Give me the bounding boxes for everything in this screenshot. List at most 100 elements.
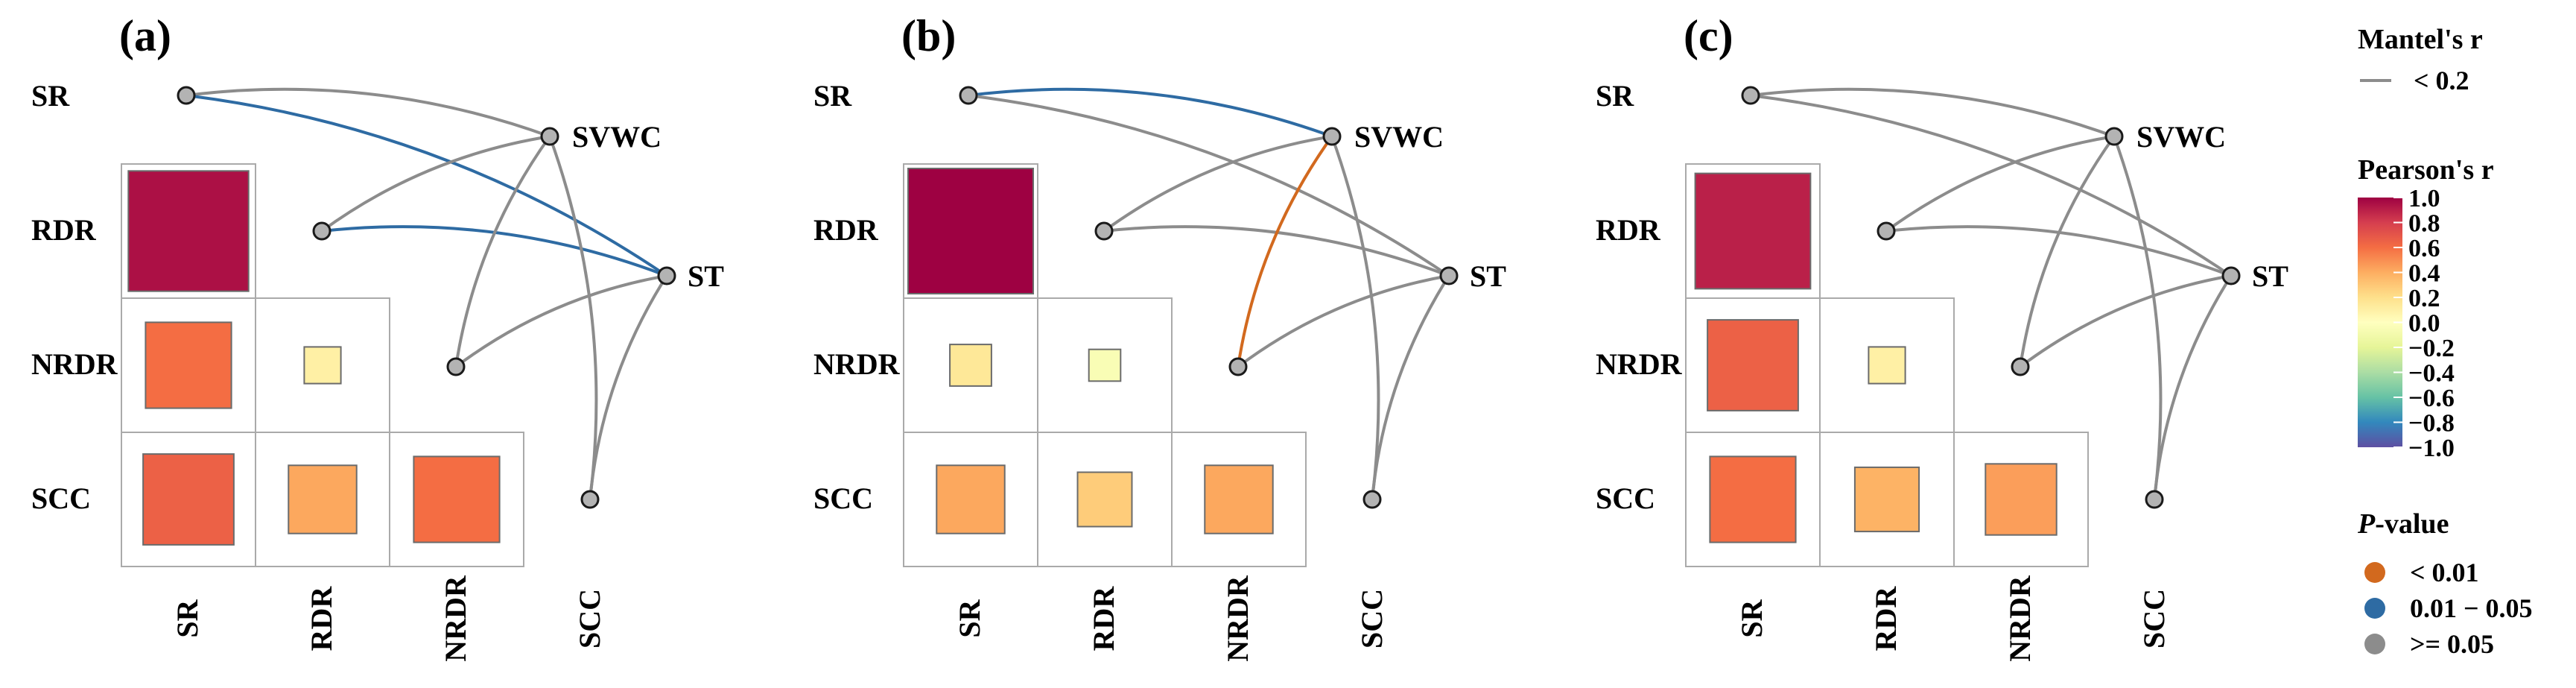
- mantel-link-scc-st: [1371, 274, 1450, 500]
- pearson-square-scc-rdr: [288, 464, 358, 534]
- mantel-link-rdr-svwc: [1885, 135, 2115, 233]
- colorbar-tick-label: −1.0: [2408, 435, 2455, 462]
- node-nrdr: [1228, 357, 1248, 376]
- row-label-nrdr: NRDR: [1596, 347, 1683, 381]
- env-label-svwc: SVWC: [572, 120, 662, 154]
- row-label-scc: SCC: [31, 482, 91, 515]
- node-rdr: [1094, 221, 1114, 241]
- mantel-link-nrdr-svwc: [454, 135, 551, 367]
- mantel-link-rdr-svwc: [320, 135, 551, 233]
- row-label-rdr: RDR: [813, 213, 879, 247]
- col-label-rdr: RDR: [1087, 586, 1120, 651]
- colorbar-tick-label: 0.4: [2408, 260, 2440, 288]
- col-label-sr: SR: [171, 599, 204, 637]
- pearson-square-nrdr-sr: [145, 321, 232, 409]
- mantel-link-sr-st: [1750, 94, 2233, 277]
- matrix-cell: [1953, 432, 2089, 567]
- colorbar-tick-label: −0.4: [2408, 360, 2455, 388]
- colorbar-tick-label: 0.2: [2408, 285, 2440, 312]
- node-nrdr: [446, 357, 466, 376]
- pearson-square-nrdr-rdr: [1868, 346, 1906, 385]
- pearson-legend-title: Pearson's r: [2358, 154, 2494, 186]
- matrix-cell: [389, 432, 524, 567]
- pearson-square-nrdr-sr: [1707, 319, 1799, 411]
- node-sr: [959, 86, 978, 105]
- mantel-link-nrdr-st: [454, 274, 667, 368]
- node-rdr: [1877, 221, 1896, 241]
- row-label-scc: SCC: [813, 482, 873, 515]
- row-label-sr: SR: [813, 79, 852, 113]
- pearson-square-scc-sr: [936, 464, 1006, 534]
- panel-label: (c): [1684, 11, 1733, 60]
- node-st: [2221, 266, 2241, 285]
- mantel-link-sr-st: [968, 94, 1450, 277]
- mantel-link-nrdr-svwc: [1237, 135, 1333, 367]
- node-st: [657, 266, 676, 285]
- pearson-square-scc-rdr: [1853, 466, 1920, 533]
- node-nrdr: [2011, 357, 2030, 376]
- node-scc: [2145, 490, 2164, 509]
- mantel-link-scc-st: [2153, 274, 2233, 500]
- col-label-rdr: RDR: [1869, 586, 1903, 651]
- pvalue-dot-p_mid: [2364, 598, 2385, 619]
- matrix-cell: [1171, 432, 1307, 567]
- env-label-svwc: SVWC: [1354, 120, 1444, 154]
- row-label-scc: SCC: [1596, 482, 1655, 515]
- colorbar-tick-label: −0.8: [2408, 410, 2455, 438]
- colorbar-tick-label: −0.2: [2408, 335, 2455, 362]
- pvalue-label-p_mid: 0.01 − 0.05: [2410, 593, 2533, 623]
- col-label-scc: SCC: [573, 589, 606, 648]
- row-label-sr: SR: [1596, 79, 1634, 113]
- mantel-link-scc-svwc: [2113, 136, 2163, 500]
- pvalue-dot-p_low: [2364, 562, 2385, 583]
- mantel-link-scc-svwc: [1330, 136, 1380, 500]
- mantel-link-rdr-st: [1885, 225, 2232, 277]
- mantel-link-sr-svwc: [968, 87, 1333, 138]
- mantel-link-sr-st: [185, 94, 668, 277]
- node-svwc: [2104, 127, 2124, 146]
- pearson-square-scc-sr: [1709, 455, 1797, 543]
- pvalue-legend-title: P-value: [2357, 508, 2449, 540]
- mantel-link-scc-svwc: [548, 136, 598, 500]
- mantel-link-nrdr-st: [1237, 274, 1450, 368]
- mantel-link-nrdr-svwc: [2019, 135, 2116, 367]
- pearson-square-scc-nrdr: [1204, 464, 1274, 534]
- pearson-square-scc-sr: [142, 453, 235, 546]
- pearson-square-rdr-sr: [907, 168, 1034, 294]
- pearson-square-nrdr-rdr: [303, 346, 342, 385]
- node-svwc: [540, 127, 559, 146]
- mantel-link-rdr-st: [321, 225, 667, 277]
- pearson-square-scc-nrdr: [413, 455, 501, 543]
- mantel-legend-label: < 0.2: [2414, 66, 2469, 95]
- panel-label: (b): [901, 11, 956, 60]
- env-label-st: ST: [2252, 259, 2288, 293]
- mantel-link-rdr-st: [1103, 225, 1450, 277]
- pvalue-dot-p_high: [2364, 634, 2385, 654]
- node-sr: [1741, 86, 1760, 105]
- col-label-nrdr: NRDR: [2003, 575, 2037, 662]
- node-scc: [580, 490, 600, 509]
- row-label-rdr: RDR: [31, 213, 97, 247]
- node-sr: [177, 86, 196, 105]
- env-label-svwc: SVWC: [2136, 120, 2226, 154]
- node-rdr: [312, 221, 331, 241]
- pearson-square-scc-rdr: [1076, 471, 1133, 528]
- col-label-scc: SCC: [1355, 589, 1389, 648]
- node-scc: [1362, 490, 1382, 509]
- mantel-link-rdr-svwc: [1103, 135, 1333, 233]
- node-svwc: [1322, 127, 1342, 146]
- pearson-square-nrdr-sr: [949, 344, 992, 387]
- env-label-st: ST: [688, 259, 724, 293]
- pvalue-label-p_high: >= 0.05: [2410, 629, 2494, 659]
- node-st: [1439, 266, 1459, 285]
- col-label-nrdr: NRDR: [1221, 575, 1254, 662]
- row-label-rdr: RDR: [1596, 213, 1661, 247]
- mantel-link-scc-st: [589, 274, 668, 500]
- row-label-nrdr: NRDR: [813, 347, 901, 381]
- colorbar-tick-label: 0.8: [2408, 210, 2440, 238]
